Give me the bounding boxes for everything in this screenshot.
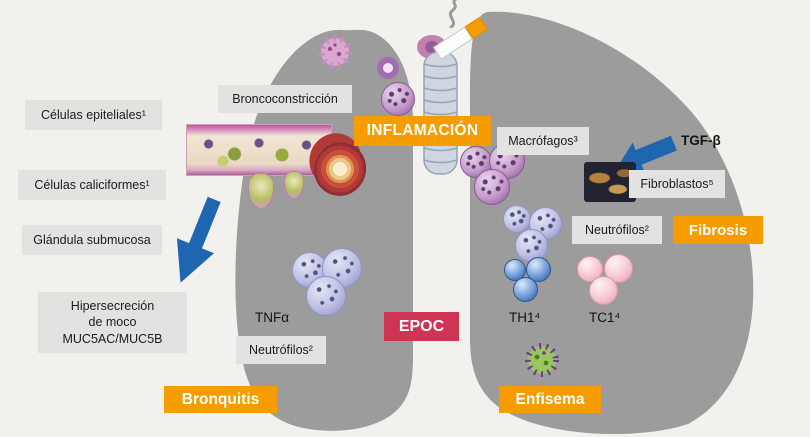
trachea-illustration [417, 35, 458, 175]
virus-icon [525, 343, 559, 377]
label-neutrofilos-fibrosis: Neutrófilos² [572, 216, 662, 244]
label-bronquitis: Bronquitis [164, 386, 277, 413]
label-fibroblastos: Fibroblastos⁵ [629, 170, 725, 198]
goblet-cell-image [248, 173, 274, 209]
macrophage-cells-icon [381, 82, 415, 116]
tc1-cells-icon [604, 254, 633, 283]
arrow-down-left-icon [176, 196, 221, 283]
label-celulas-epiteliales: Células epiteliales¹ [25, 100, 162, 130]
smoke-icon [448, 0, 457, 28]
neutrophil-cells-icon [515, 229, 548, 262]
label-inflamacion: INFLAMACIÓN [354, 116, 491, 146]
label-macrofagos: Macrófagos³ [497, 127, 589, 155]
ring-cell-icon [377, 57, 399, 79]
label-tnf-alfa: TNFα [255, 310, 290, 325]
neutrophil-cells-icon [306, 276, 346, 316]
macrophage-cells-icon [474, 169, 510, 205]
label-hipersecrecion-moco: Hipersecreción de moco MUC5AC/MUC5B [38, 292, 187, 353]
label-glandula-submucosa: Glándula submucosa [22, 225, 162, 255]
spiky-cell-icon [317, 34, 353, 70]
label-tgf-beta: TGF-β [681, 133, 721, 148]
label-epoc: EPOC [384, 312, 459, 341]
label-th1: TH1⁴ [509, 310, 541, 325]
tc1-cells-icon [589, 276, 618, 305]
epithelium-histology-image [186, 124, 332, 176]
label-celulas-caliciformes: Células caliciformes¹ [18, 170, 166, 200]
label-neutrofilos-bronquitis: Neutrófilos² [236, 336, 326, 364]
label-enfisema: Enfisema [499, 386, 601, 413]
label-tc1: TC1⁴ [589, 310, 621, 325]
th1-cells-icon [513, 277, 538, 302]
fibroblasts-image [584, 162, 636, 202]
label-broncoconstriccion: Broncoconstricción [218, 85, 352, 113]
label-fibrosis: Fibrosis [673, 216, 763, 244]
goblet-cell-image [284, 171, 304, 199]
